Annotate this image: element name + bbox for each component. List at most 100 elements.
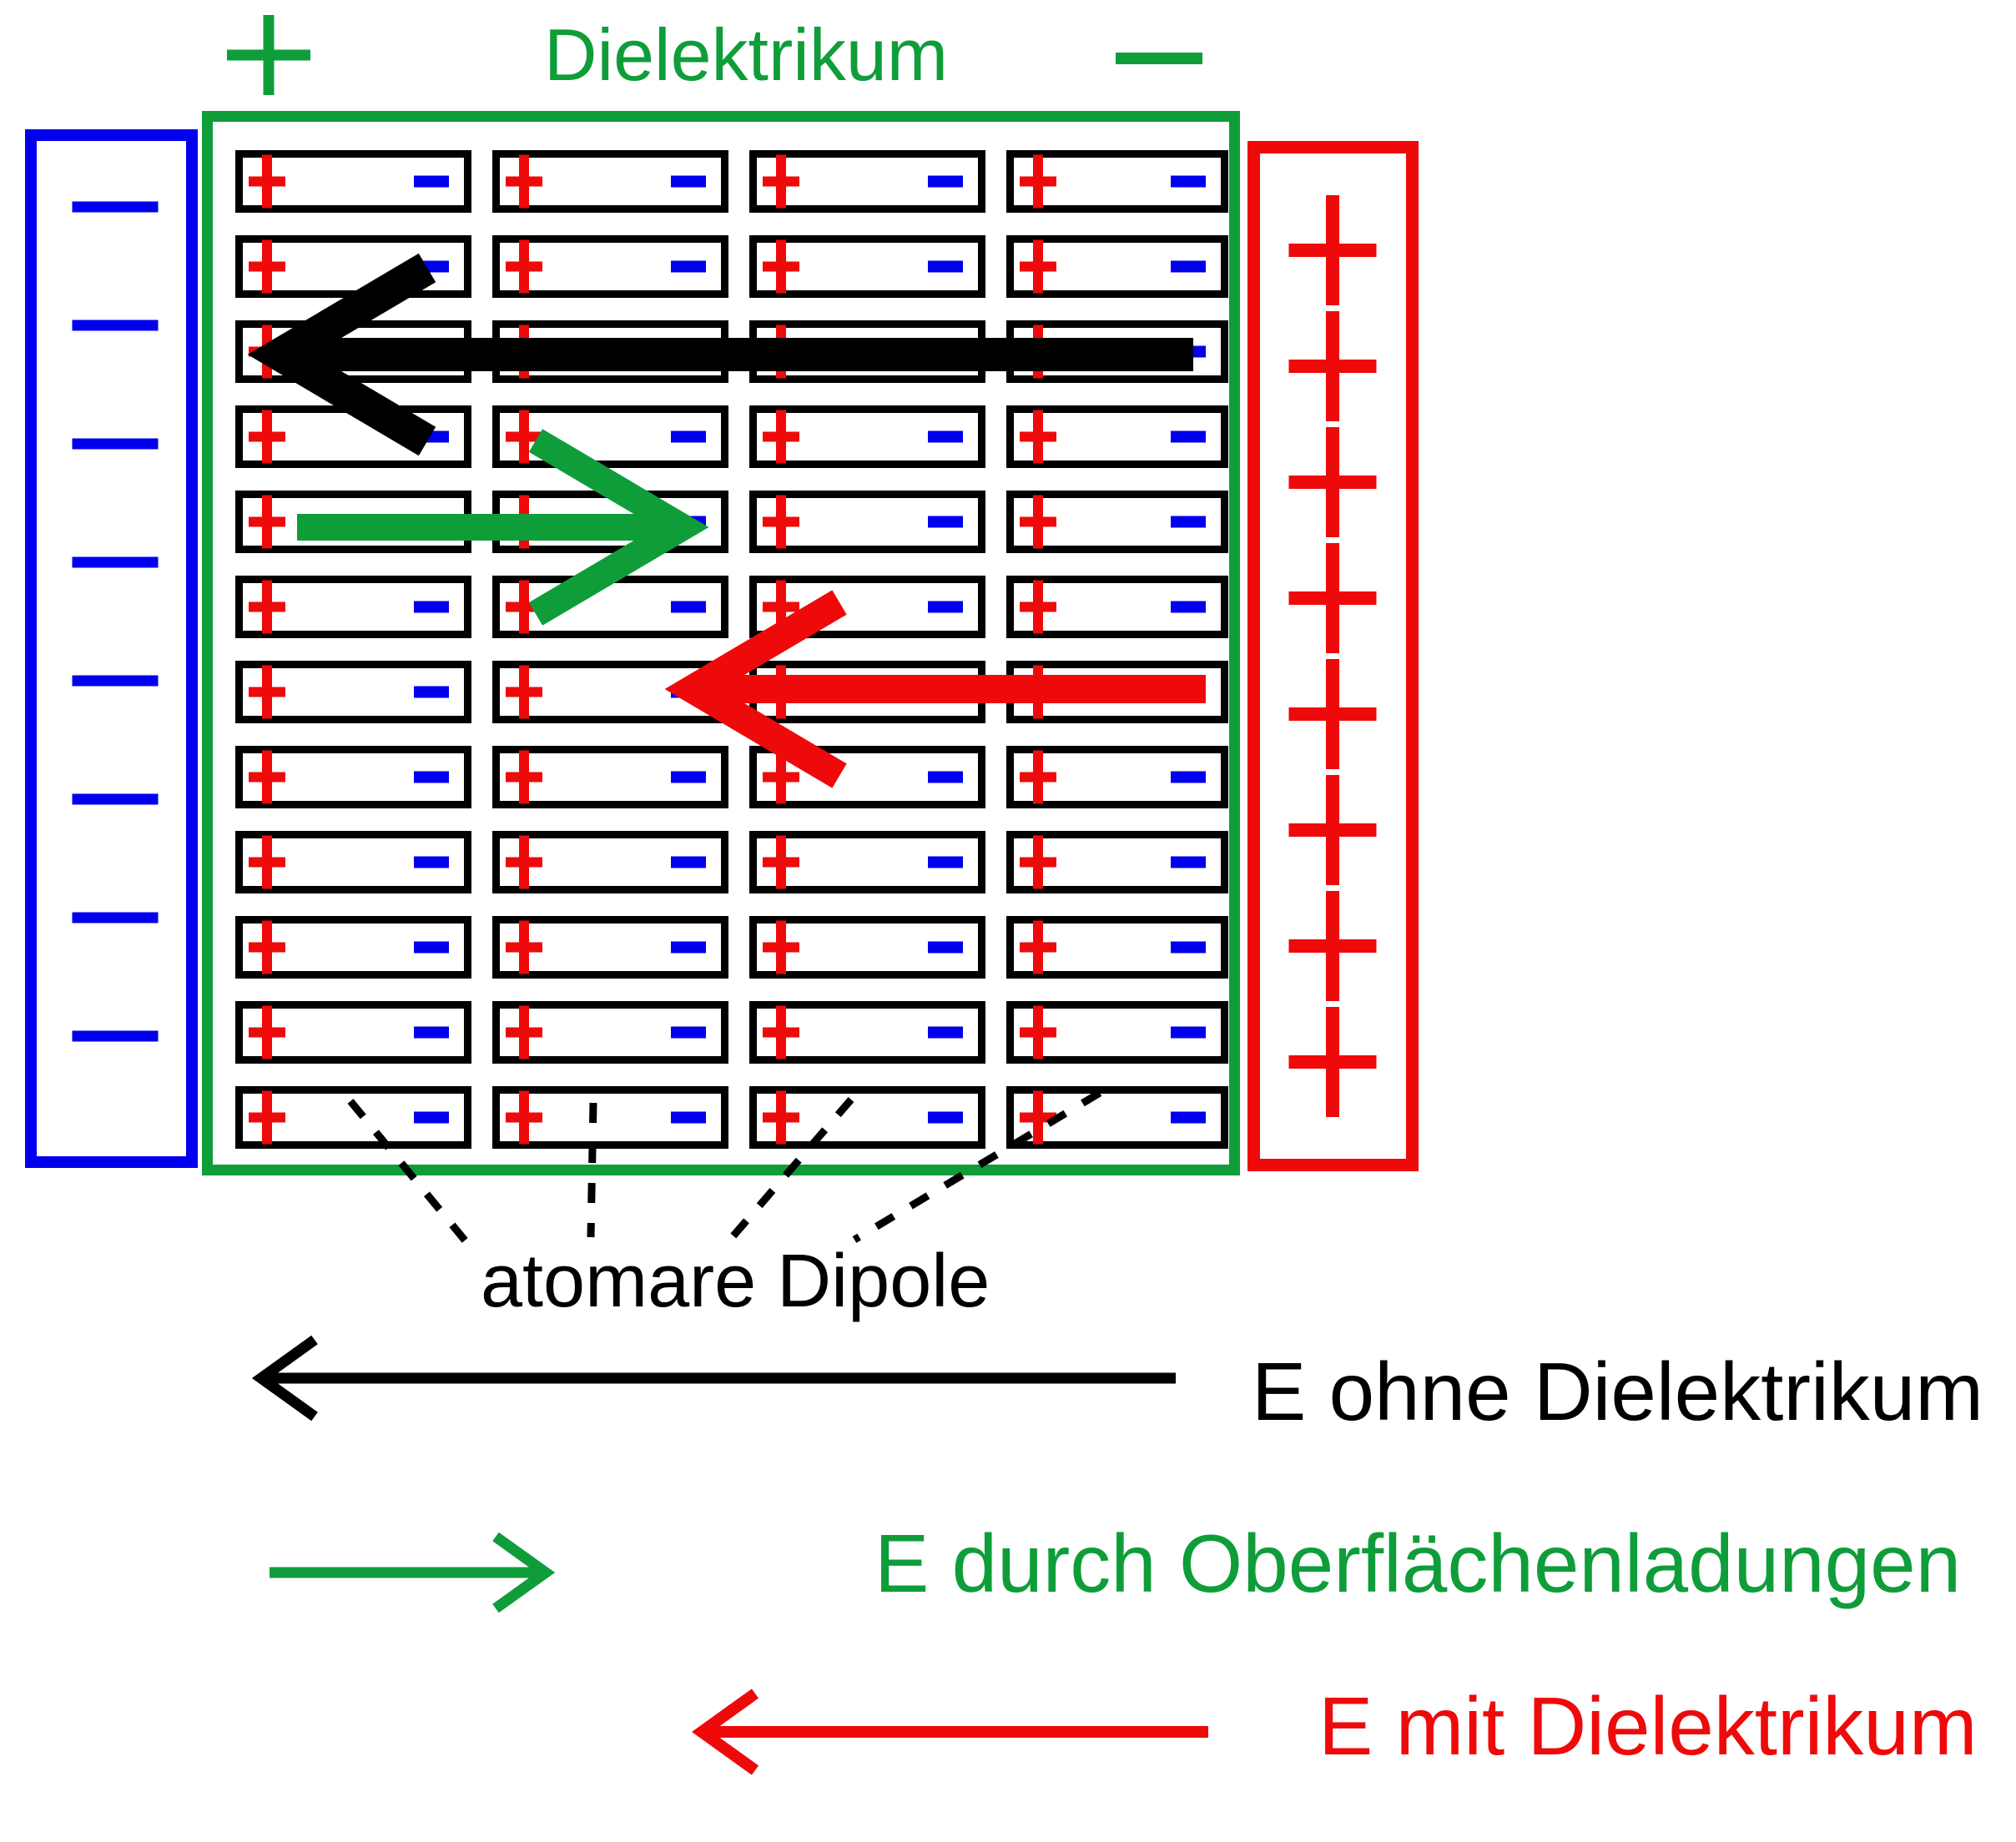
- dipole-plus: [1020, 154, 1056, 209]
- legend-label-e-mit-dielektrikum: E mit Dielektrikum: [1318, 1680, 1978, 1772]
- dipole-plus: [249, 665, 285, 719]
- dipole-plus: [1020, 1005, 1056, 1059]
- plus-v-bar: [262, 920, 272, 974]
- dipole: [235, 405, 471, 468]
- plus-v-bar: [1033, 580, 1043, 634]
- dipole-minus: [928, 856, 963, 868]
- dipole-pointer-lines: [347, 1090, 1102, 1254]
- dipole-plus: [249, 154, 285, 209]
- plus-v-bar: [1326, 891, 1339, 1001]
- dipole-minus: [671, 856, 706, 868]
- dipole-minus: [928, 516, 963, 528]
- dipole-minus: [1171, 260, 1206, 273]
- plus-v-bar: [262, 410, 272, 464]
- dipole: [749, 491, 985, 553]
- plus-v-bar: [262, 154, 272, 209]
- arrow-head: [692, 1688, 759, 1775]
- dipole-plus: [506, 1090, 542, 1145]
- dipole-minus: [671, 941, 706, 954]
- plus-v-bar: [1033, 410, 1043, 464]
- dielectric-title: Dielektrikum: [544, 13, 948, 96]
- dipole: [492, 831, 728, 893]
- dipole-plus: [249, 410, 285, 464]
- plus-v-bar: [1033, 154, 1043, 209]
- right-plate-plus: [1288, 427, 1377, 537]
- plus-v-bar: [1033, 239, 1043, 294]
- plus-v-bar: [776, 495, 786, 549]
- left-plate-minus: [72, 1030, 159, 1042]
- plus-v-bar: [1033, 920, 1043, 974]
- dipole: [1006, 831, 1228, 893]
- plus-v-bar: [262, 239, 272, 294]
- plus-v-bar: [776, 750, 786, 804]
- callout-label: atomare Dipole: [481, 1240, 990, 1323]
- left-plate-minus: [72, 793, 159, 805]
- pointer-dashed-line: [721, 1097, 854, 1249]
- dipole-plus: [506, 750, 542, 804]
- dipole: [235, 661, 471, 723]
- dipole-minus: [414, 856, 449, 868]
- dipole: [235, 1001, 471, 1064]
- dipole-plus: [249, 750, 285, 804]
- plus-v-bar: [519, 835, 529, 889]
- dipole-plus: [763, 835, 799, 889]
- right-plate-plus: [1288, 195, 1377, 305]
- dipole-plus: [506, 835, 542, 889]
- dipole: [749, 1001, 985, 1064]
- arrow-head: [247, 253, 436, 456]
- plus-v-bar: [262, 750, 272, 804]
- negative-terminal-icon: [1116, 53, 1202, 64]
- dipole-minus: [671, 601, 706, 613]
- left-plate-minus: [72, 438, 159, 450]
- dipole-minus: [928, 260, 963, 273]
- plus-v-bar: [1326, 775, 1339, 885]
- dipole-minus: [928, 430, 963, 443]
- dipole-minus: [414, 941, 449, 954]
- dipole-plus: [763, 495, 799, 549]
- plus-v-bar: [262, 835, 272, 889]
- right-plate-plus: [1288, 543, 1377, 653]
- plus-v-bar: [519, 239, 529, 294]
- dipole-plus: [1020, 835, 1056, 889]
- plus-v-bar: [1326, 659, 1339, 769]
- dipole: [749, 916, 985, 979]
- pointer-dashed-line: [347, 1099, 477, 1254]
- dipole-minus: [414, 175, 449, 188]
- plus-v-bar: [262, 495, 272, 549]
- dipole: [1006, 1001, 1228, 1064]
- plus-v-bar: [519, 920, 529, 974]
- left-plate-minus: [72, 201, 159, 213]
- dipole-plus: [506, 1005, 542, 1059]
- dipole-minus: [671, 1026, 706, 1039]
- plus-v-bar: [1326, 1007, 1339, 1117]
- dipole-plus: [1020, 495, 1056, 549]
- dipole-plus: [763, 239, 799, 294]
- plus-v-bar: [262, 580, 272, 634]
- dipole-plus: [763, 750, 799, 804]
- dipole: [1006, 746, 1228, 808]
- left-plate-minus: [72, 320, 159, 331]
- dipole-minus: [671, 175, 706, 188]
- dipole-minus: [1171, 601, 1206, 613]
- dipole-plus: [249, 1090, 285, 1145]
- dipole: [235, 1086, 471, 1149]
- dipole-plus: [506, 239, 542, 294]
- dipole-minus: [1171, 856, 1206, 868]
- right-plate-plus: [1288, 659, 1377, 769]
- plus-v-bar: [776, 920, 786, 974]
- dipole: [235, 150, 471, 213]
- arrow-head: [528, 429, 709, 626]
- plus-v-bar: [263, 15, 275, 95]
- dipole: [235, 831, 471, 893]
- dipole-plus: [1020, 920, 1056, 974]
- dipole-plus: [249, 835, 285, 889]
- dipole-minus: [414, 601, 449, 613]
- right-plate-plus: [1288, 311, 1377, 421]
- left-plate-minus: [72, 675, 159, 687]
- plus-v-bar: [262, 1090, 272, 1145]
- dipole-plus: [506, 920, 542, 974]
- plus-v-bar: [1326, 427, 1339, 537]
- dipole-plus: [1020, 580, 1056, 634]
- dipole-minus: [1171, 175, 1206, 188]
- legend-arrows: [251, 1335, 1208, 1775]
